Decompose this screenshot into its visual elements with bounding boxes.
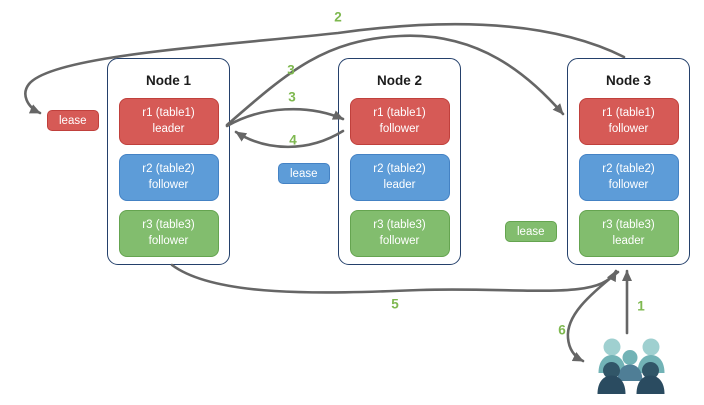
node-1-replica-r3: r3 (table3) follower xyxy=(118,210,219,257)
replica-role: follower xyxy=(608,122,649,135)
node-2-replica-r2: r2 (table2) leader xyxy=(349,154,450,201)
node-2-title: Node 2 xyxy=(376,73,422,88)
replica-role: follower xyxy=(148,234,189,247)
lease-badge-table1: lease xyxy=(47,110,99,131)
replica-name: r2 (table2) xyxy=(602,163,655,176)
replica-name: r3 (table3) xyxy=(373,219,426,232)
users-group-icon xyxy=(597,338,665,394)
replica-name: r1 (table1) xyxy=(373,107,426,120)
arrow-step5-node1-to-node3 xyxy=(170,263,618,294)
node-3-replica-r2: r2 (table2) follower xyxy=(578,154,679,201)
replica-role: leader xyxy=(383,178,416,191)
replica-role: follower xyxy=(379,234,420,247)
replica-role: follower xyxy=(379,122,420,135)
arrow-step6-node3-to-users xyxy=(566,270,620,363)
replica-role: follower xyxy=(148,178,189,191)
lease-badge-table3: lease xyxy=(505,221,557,242)
node-1-replica-r2: r2 (table2) follower xyxy=(118,154,219,201)
flow-label-step1: 1 xyxy=(637,298,645,314)
replica-role: leader xyxy=(152,122,185,135)
replica-name: r3 (table3) xyxy=(142,219,195,232)
replica-name: r1 (table1) xyxy=(142,107,195,120)
flow-label-step3-b: 3 xyxy=(288,89,296,105)
node-1: Node 1 r1 (table1) leader r2 (table2) fo… xyxy=(107,58,230,265)
arrow-step3-node1-r1-to-node2-r1 xyxy=(225,107,345,128)
flow-label-step2: 2 xyxy=(334,9,342,25)
node-3-replica-r1: r1 (table1) follower xyxy=(578,98,679,145)
node-2: Node 2 r1 (table1) follower r2 (table2) … xyxy=(338,58,461,265)
node-1-replica-r1: r1 (table1) leader xyxy=(118,98,219,145)
flow-label-step6: 6 xyxy=(558,322,566,338)
replica-name: r3 (table3) xyxy=(602,219,655,232)
replica-role: follower xyxy=(608,178,649,191)
node-3: Node 3 r1 (table1) follower r2 (table2) … xyxy=(567,58,690,265)
flow-label-step3-a: 3 xyxy=(287,62,295,78)
node-3-title: Node 3 xyxy=(605,73,651,88)
node-3-replica-r3: r3 (table3) leader xyxy=(578,210,679,257)
replica-name: r2 (table2) xyxy=(142,163,195,176)
lease-badge-table2: lease xyxy=(278,163,330,184)
replica-name: r1 (table1) xyxy=(602,107,655,120)
node-1-title: Node 1 xyxy=(145,73,191,88)
flow-label-step4: 4 xyxy=(289,132,297,148)
replica-role: leader xyxy=(612,234,645,247)
node-2-replica-r1: r1 (table1) follower xyxy=(349,98,450,145)
replica-name: r2 (table2) xyxy=(373,163,426,176)
node-2-replica-r3: r3 (table3) follower xyxy=(349,210,450,257)
flow-label-step5: 5 xyxy=(391,296,399,312)
